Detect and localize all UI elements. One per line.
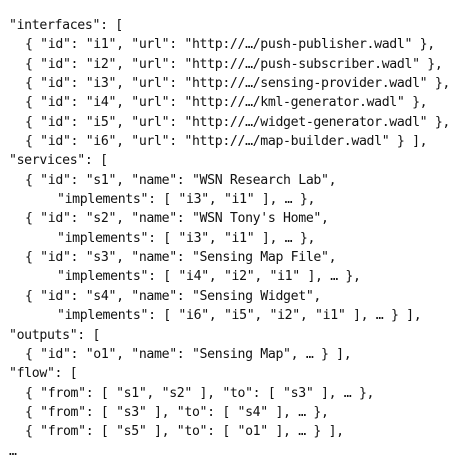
- code-line: { "id": "i5", "url": "http://…/widget-ge…: [25, 114, 451, 130]
- code-line: { "id": "i3", "url": "http://…/sensing-p…: [25, 76, 451, 92]
- code-line: { "from": [ "s3" ], "to": [ "s4" ], … },: [25, 404, 329, 420]
- code-line: { "id": "i6", "url": "http://…/map-build…: [25, 134, 428, 150]
- code-line: { "id": "i2", "url": "http://…/push-subs…: [25, 56, 443, 72]
- code-line: "implements": [ "i4", "i2", "i1" ], … },: [57, 269, 361, 285]
- code-line: "outputs": [: [9, 327, 101, 343]
- code-line: "implements": [ "i3", "i1" ], … },: [57, 230, 316, 246]
- code-line: { "id": "s1", "name": "WSN Research Lab"…: [25, 172, 337, 188]
- code-line: "interfaces": [: [9, 18, 123, 33]
- code-line: { "from": [ "s1", "s2" ], "to": [ "s3" ]…: [25, 385, 375, 401]
- code-line: …: [9, 443, 17, 459]
- code-line: { "id": "s2", "name": "WSN Tony's Home",: [25, 211, 329, 227]
- code-line: { "id": "s4", "name": "Sensing Widget",: [25, 288, 321, 304]
- code-line: { "id": "i1", "url": "http://…/push-publ…: [25, 37, 435, 53]
- code-line: { "id": "i4", "url": "http://…/kml-gener…: [25, 95, 428, 111]
- code-line: "implements": [ "i6", "i5", "i2", "i1" ]…: [57, 308, 422, 324]
- code-line: { "id": "o1", "name": "Sensing Map", … }…: [25, 346, 352, 362]
- code-line: "implements": [ "i3", "i1" ], … },: [57, 192, 316, 208]
- code-listing: "interfaces": [ { "id": "i1", "url": "ht…: [9, 16, 473, 461]
- code-line: { "from": [ "s5" ], "to": [ "o1" ], … } …: [25, 424, 344, 440]
- code-line: "services": [: [9, 153, 108, 169]
- code-line: { "id": "s3", "name": "Sensing Map File"…: [25, 250, 337, 266]
- code-line: "flow": [: [9, 366, 78, 382]
